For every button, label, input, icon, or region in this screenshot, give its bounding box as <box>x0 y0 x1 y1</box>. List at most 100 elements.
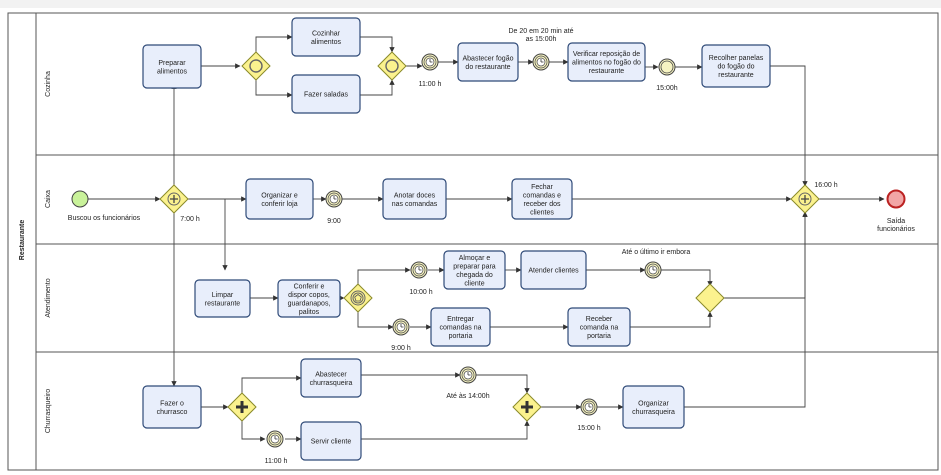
task-label: Recolher panelas <box>709 55 764 62</box>
timer-ate-1400-icon[interactable] <box>459 366 477 384</box>
task-label: palitos <box>299 309 320 316</box>
task-label: nas comandas <box>392 201 438 208</box>
task-servir[interactable]: Servir cliente <box>300 421 362 461</box>
gateway-join-atendimento[interactable] <box>695 283 725 313</box>
timer-ultimo-icon[interactable] <box>644 261 662 279</box>
task-label: chegada do <box>456 272 493 279</box>
task-label: dispor copos, <box>288 292 330 299</box>
task-label: Limpar <box>212 292 234 299</box>
task-label: Preparar <box>158 60 186 67</box>
task-label: comandas e <box>523 192 561 199</box>
task-label: comanda na <box>580 325 619 332</box>
label-20min-1: De 20 em 20 min até <box>509 28 574 35</box>
task-abastecer-fogao[interactable]: Abastecer fogão do restaurante <box>457 42 519 82</box>
gateway-join-cozinha[interactable] <box>377 51 407 81</box>
task-label: churrasco <box>157 409 188 416</box>
task-label: do restaurante <box>465 64 510 71</box>
label-700: 7:00 h <box>180 216 200 223</box>
task-label: restaurante <box>718 72 754 79</box>
label-20min-2: as 15:00h <box>526 36 557 43</box>
task-label: alimentos <box>157 68 187 75</box>
task-label: receber dos <box>524 201 561 208</box>
task-label: portaria <box>587 333 611 340</box>
intermediate-event[interactable] <box>658 58 676 76</box>
task-saladas[interactable]: Fazer saladas <box>291 74 361 114</box>
label-1100-churrasqueiro: 11:00 h <box>265 458 288 465</box>
task-label: Abastecer fogão <box>463 55 514 62</box>
gateway-join-final[interactable] <box>790 184 820 214</box>
task-atender[interactable]: Atender clientes <box>520 250 587 290</box>
label-1500-cozinha: 15:00h <box>656 85 678 92</box>
gateway-join-churrasqueiro[interactable] <box>512 392 542 422</box>
task-label: Servir cliente <box>311 439 352 446</box>
pool <box>7 12 939 471</box>
top-toolbar-strip <box>0 0 941 8</box>
task-cozinhar[interactable]: Cozinhar alimentos <box>291 17 361 57</box>
task-label: restaurante <box>589 68 625 75</box>
task-label: churrasqueira <box>310 380 353 387</box>
end-event-label-1: Saída <box>887 218 905 225</box>
task-abastecer-churr[interactable]: Abastecer churrasqueira <box>300 358 362 398</box>
task-organizar-churr[interactable]: Organizar churrasqueira <box>622 385 685 429</box>
task-label: Anotar doces <box>394 192 436 199</box>
start-event[interactable] <box>71 190 89 208</box>
task-label: Receber <box>586 316 613 323</box>
task-label: Abastecer <box>315 371 347 378</box>
task-label: Atender clientes <box>528 268 579 275</box>
task-label: restaurante <box>205 300 241 307</box>
label-1500-churrasqueiro: 15:00 h <box>577 425 600 432</box>
lane-label-atendimento: Atendimento <box>45 278 52 317</box>
task-label: Verificar reposição de <box>573 51 640 58</box>
task-label: comandas na <box>439 325 481 332</box>
lane-label-caixa: Caixa <box>45 190 52 208</box>
timer-900-atendimento-icon[interactable] <box>392 318 410 336</box>
task-label: preparar para <box>453 263 496 270</box>
task-label: Entregar <box>447 316 475 323</box>
task-fazer-churrasco[interactable]: Fazer o churrasco <box>142 385 202 429</box>
task-label: alimentos <box>311 39 341 46</box>
label-1000: 10:00 h <box>409 289 432 296</box>
timer-900-caixa-icon[interactable] <box>325 190 343 208</box>
sequence-flows <box>88 34 885 442</box>
timer-1100-churrasqueiro-icon[interactable] <box>266 430 284 448</box>
task-label: Fazer saladas <box>304 92 348 99</box>
task-label: Conferir e <box>294 283 325 290</box>
task-anotar[interactable]: Anotar doces nas comandas <box>382 178 447 220</box>
timer-1100-cozinha-icon[interactable] <box>421 53 439 71</box>
timer-1000-icon[interactable] <box>410 261 428 279</box>
label-ultimo: Até o último ir embora <box>622 249 691 256</box>
lane-label-cozinha: Cozinha <box>45 71 52 97</box>
start-event-label: Buscou os funcionários <box>68 215 141 222</box>
gateway-split-churrasqueiro[interactable] <box>227 392 257 422</box>
pool-label: Restaurante <box>19 220 26 261</box>
task-label: Almoçar e <box>459 255 491 262</box>
timer-1500-churrasqueiro-icon[interactable] <box>580 398 598 416</box>
task-label: churrasqueira <box>632 409 675 416</box>
gateway-split-atendimento[interactable] <box>343 283 373 313</box>
label-900-atendimento: 9:00 h <box>391 345 411 352</box>
task-label: do fogão do <box>718 64 755 71</box>
label-900-caixa: 9:00 <box>327 218 341 225</box>
label-ate-1400: Até às 14:00h <box>446 393 489 400</box>
task-label: Cozinhar <box>312 30 341 37</box>
gateway-split-cozinha[interactable] <box>241 51 271 81</box>
task-label: conferir loja <box>261 201 297 208</box>
lane-label-churrasqueiro: Churrasqueiro <box>45 389 52 433</box>
task-label: portaria <box>449 333 473 340</box>
task-label: Organizar <box>638 400 669 407</box>
gateway-parallel-caixa[interactable] <box>159 184 189 214</box>
end-event[interactable] <box>886 189 906 209</box>
timer-20min-icon[interactable] <box>532 53 550 71</box>
task-label: Fazer o <box>160 400 184 407</box>
